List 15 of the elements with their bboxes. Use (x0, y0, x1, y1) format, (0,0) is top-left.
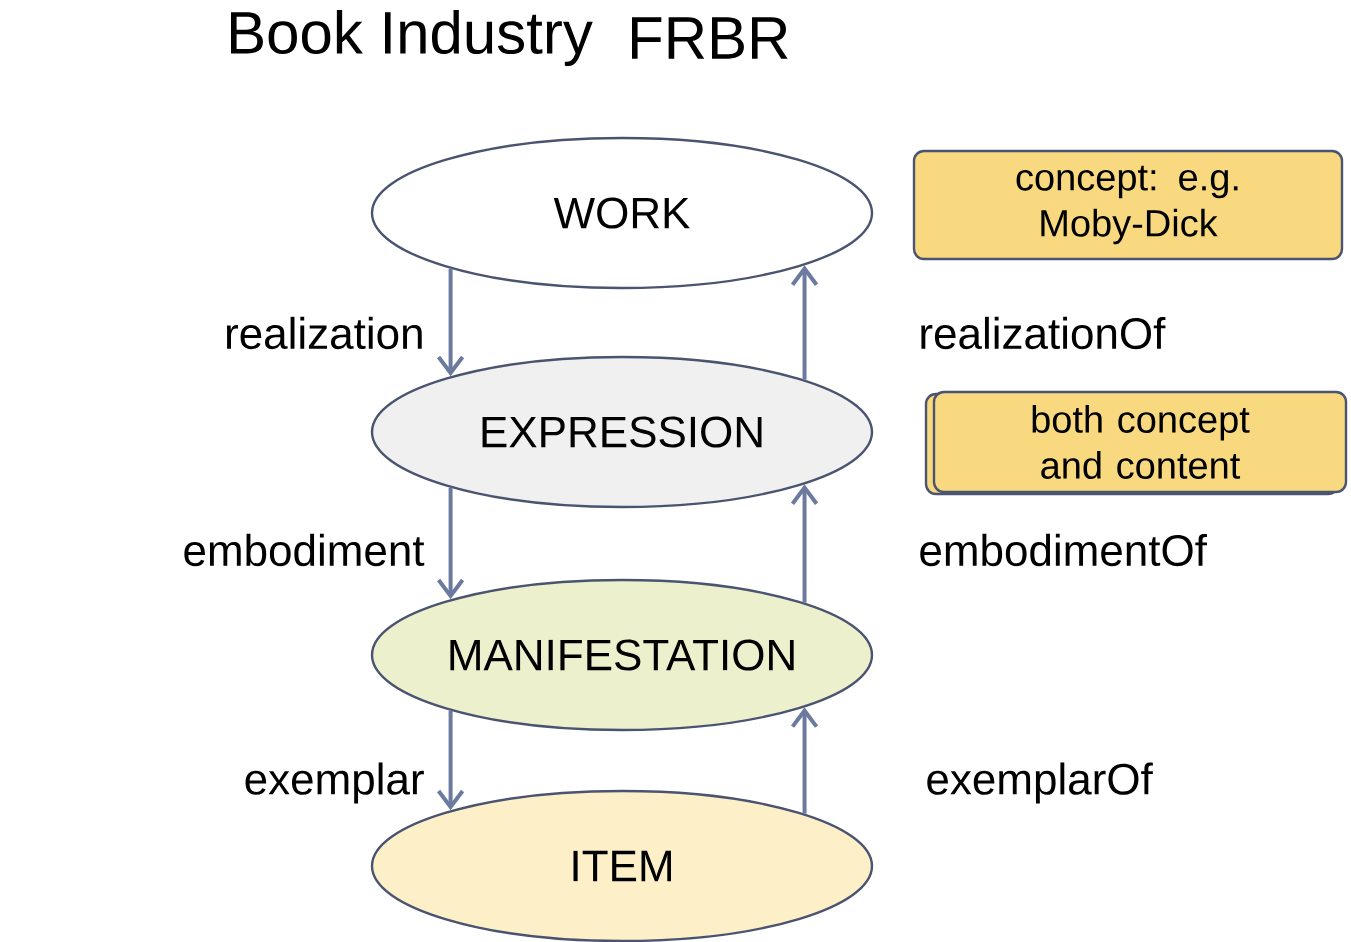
edge-label: realizationOf (921, 316, 1166, 350)
edge-label: embodiment (184, 533, 425, 567)
edge-label: exemplarOf (927, 762, 1153, 804)
arrow (790, 484, 819, 603)
edge-label: embodimentOf (920, 533, 1207, 567)
note-box: concept: e.g. Moby-Dick (912, 149, 1344, 261)
subtitle: Book Industry (231, 10, 593, 66)
arrow (437, 710, 465, 811)
arrow (437, 487, 465, 600)
edge-label: realization (226, 316, 422, 350)
arrow (790, 707, 819, 814)
title: FRBR (632, 17, 788, 59)
arrow (790, 265, 819, 380)
note-box: both concept and content (924, 390, 1348, 496)
arrow (437, 268, 465, 377)
